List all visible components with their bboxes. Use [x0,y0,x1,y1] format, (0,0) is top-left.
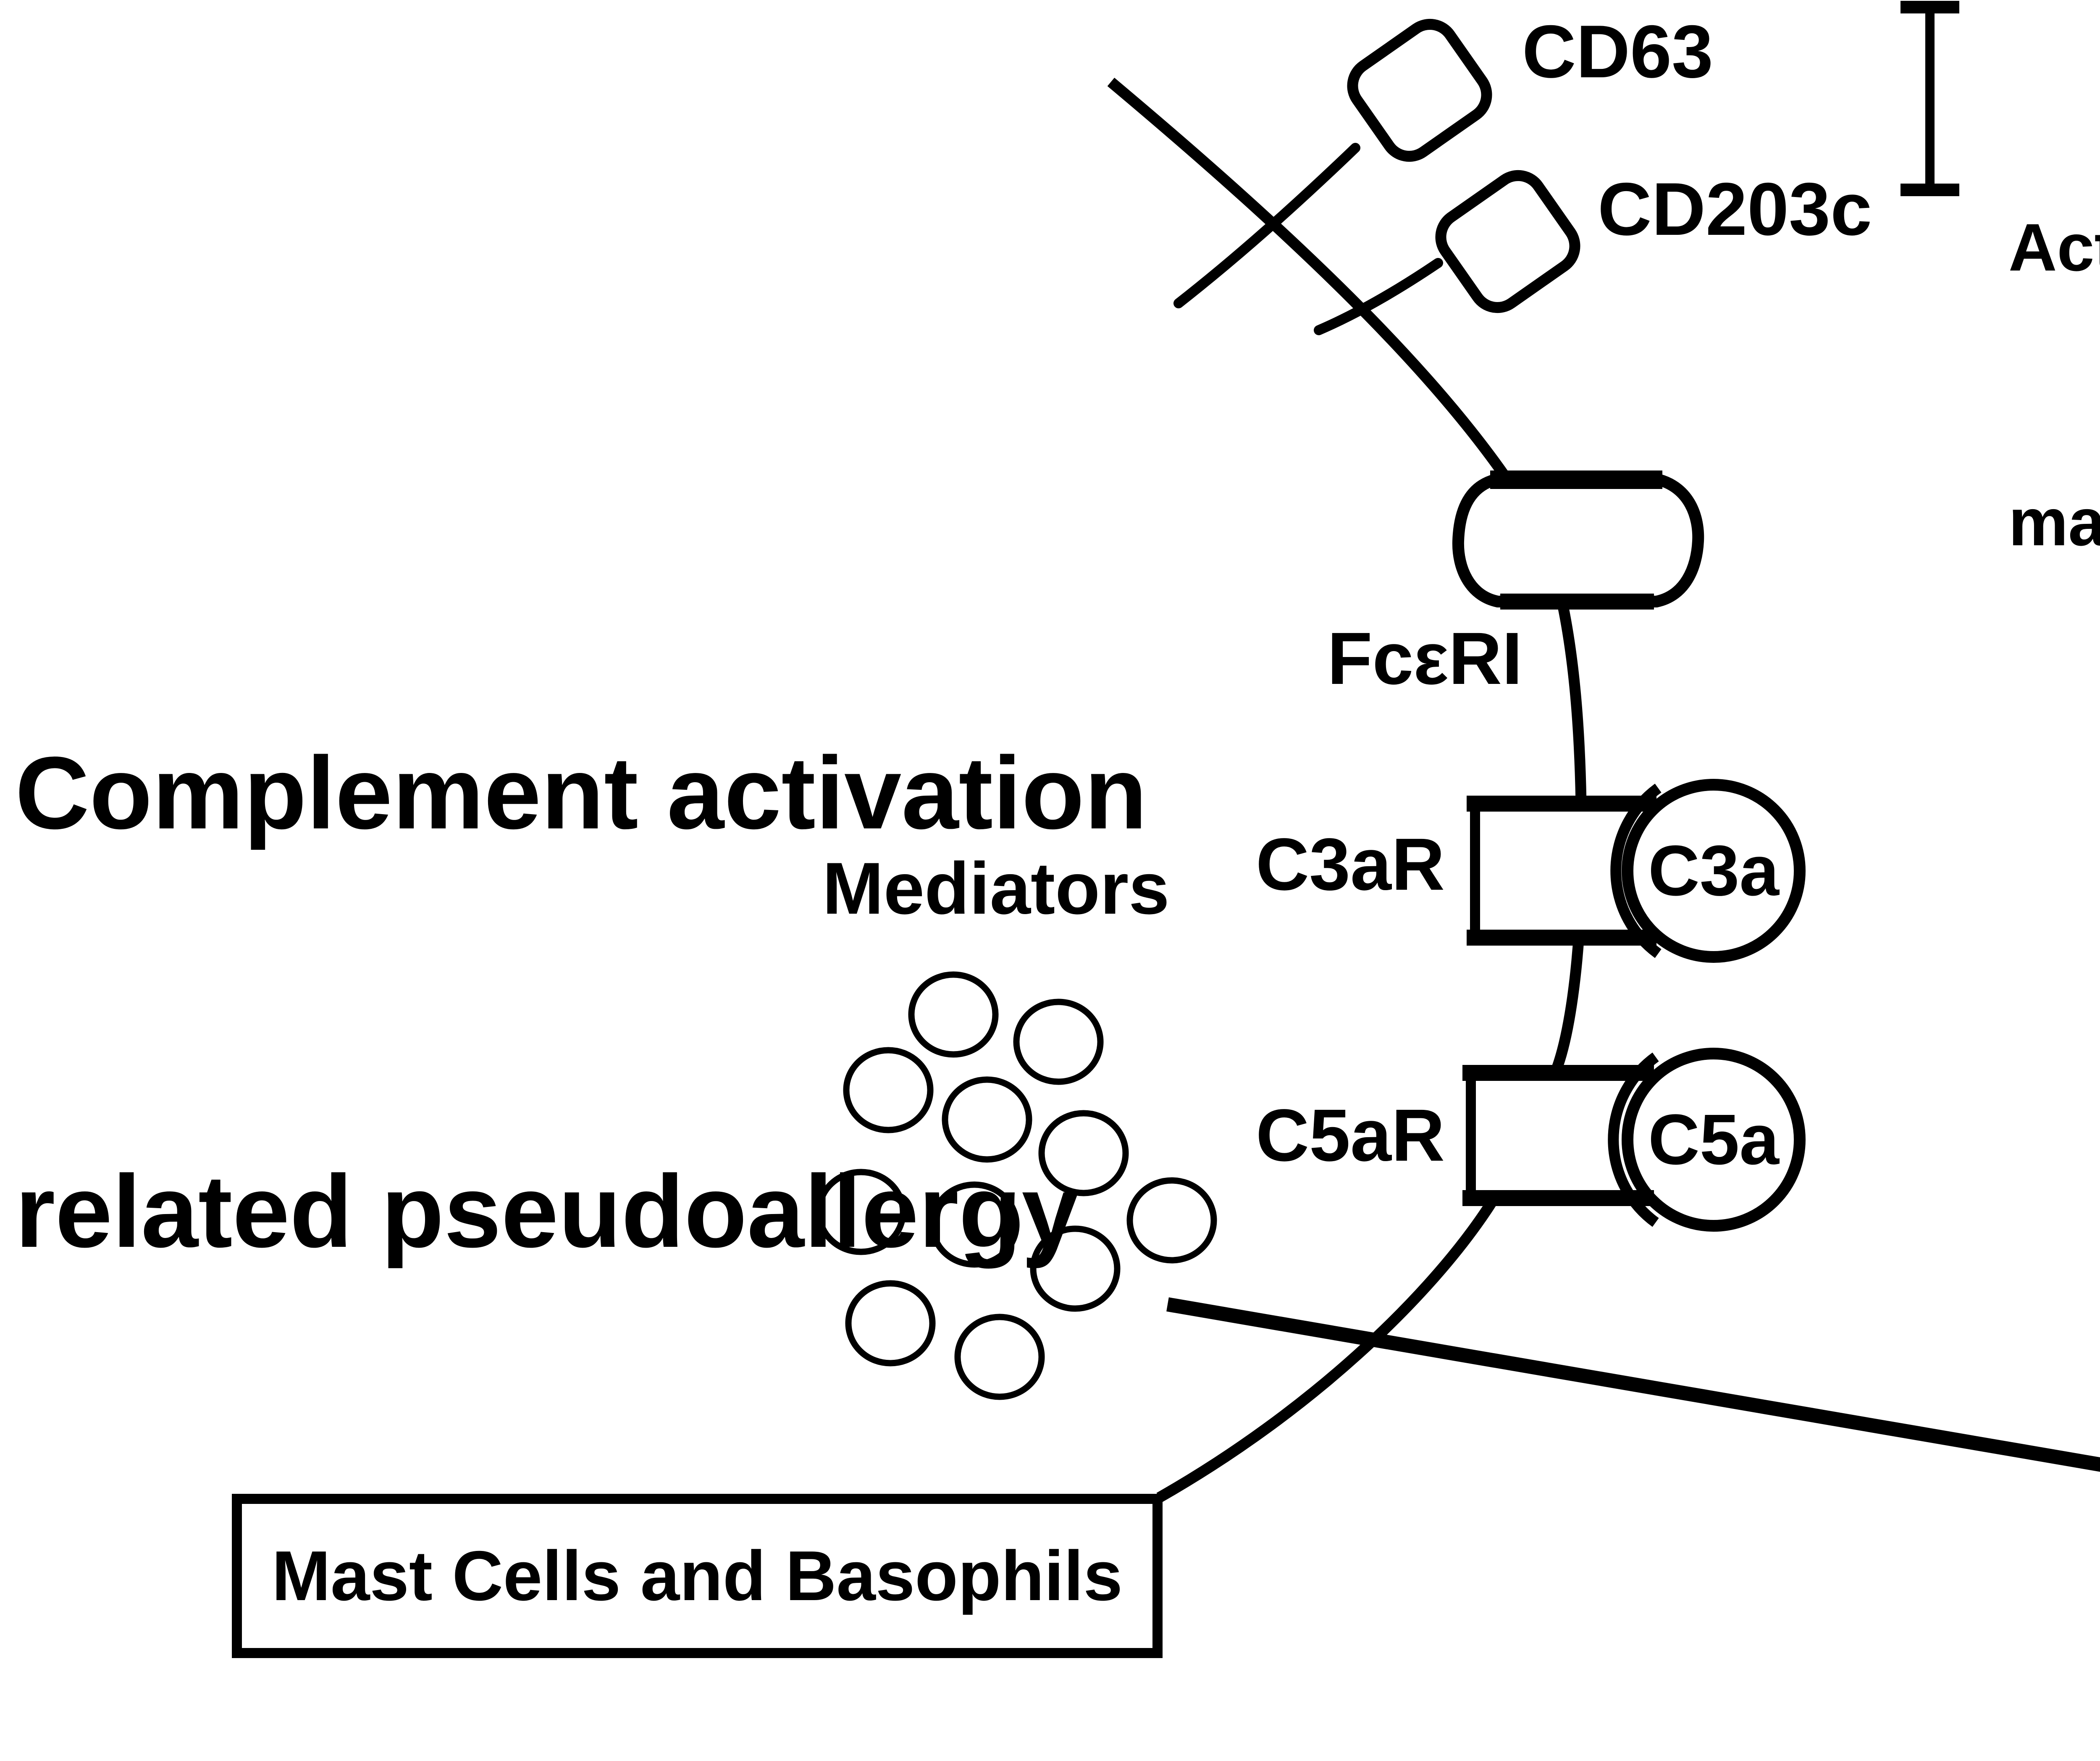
cd203c-marker-head [1435,170,1580,313]
c3a-label: C3a [1648,831,1779,911]
mediator-granule-circle [929,1181,1020,1268]
mediator-granule-circle [954,1314,1045,1400]
activation-markers-label-line2: markers [2008,484,2100,560]
activation-markers-bracket-bottom-cap [1900,184,1959,196]
mediator-granule-circle [942,1076,1032,1163]
c3ar-label: C3aR [1256,823,1445,906]
cd63-marker-head [1347,18,1492,162]
cd203c-label: CD203c [1598,167,1872,251]
activation-markers-label: Activation markers [2008,18,2100,751]
mediator-granule-circle [845,1280,936,1367]
mediator-granule-circle [816,1169,906,1255]
c5a-ligand-circle [1622,1048,1806,1232]
mediator-granule-circle [908,971,999,1058]
cd63-label: CD63 [1522,10,1714,93]
fceri-receptor-shape [1452,474,1704,607]
mediator-granule-circle [1038,1110,1129,1196]
mediators-label: Mediators [822,848,1170,930]
mediator-granule-circle [843,1047,934,1133]
activation-markers-bracket-top-cap [1900,1,1959,13]
activation-markers-label-line1: Activation [2008,210,2100,285]
mediator-granule-circle [1126,1177,1217,1264]
cd63-marker-stem [1173,143,1360,308]
diagram-title: Complement activation related pseudoalle… [15,444,1147,1560]
mediator-granule-circle [1013,999,1104,1085]
c3a-ligand-circle [1622,779,1806,963]
mast-cell-box [232,1494,1163,1658]
diagram-title-line1: Complement activation [15,735,1147,850]
c5ar-label: C5aR [1256,1094,1445,1177]
mediator-release-arrow-shaft [1166,1297,2100,1472]
mediator-granule-circle [1030,1225,1121,1312]
diagram-title-line2: related pseudoallergy [15,1154,1079,1269]
fceri-label: FcεRI [1327,618,1522,700]
mast-cell-box-label: Mast Cells and Basophils [272,1536,1123,1615]
cd203c-marker-stem [1314,258,1443,335]
c5a-label: C5a [1648,1100,1779,1180]
